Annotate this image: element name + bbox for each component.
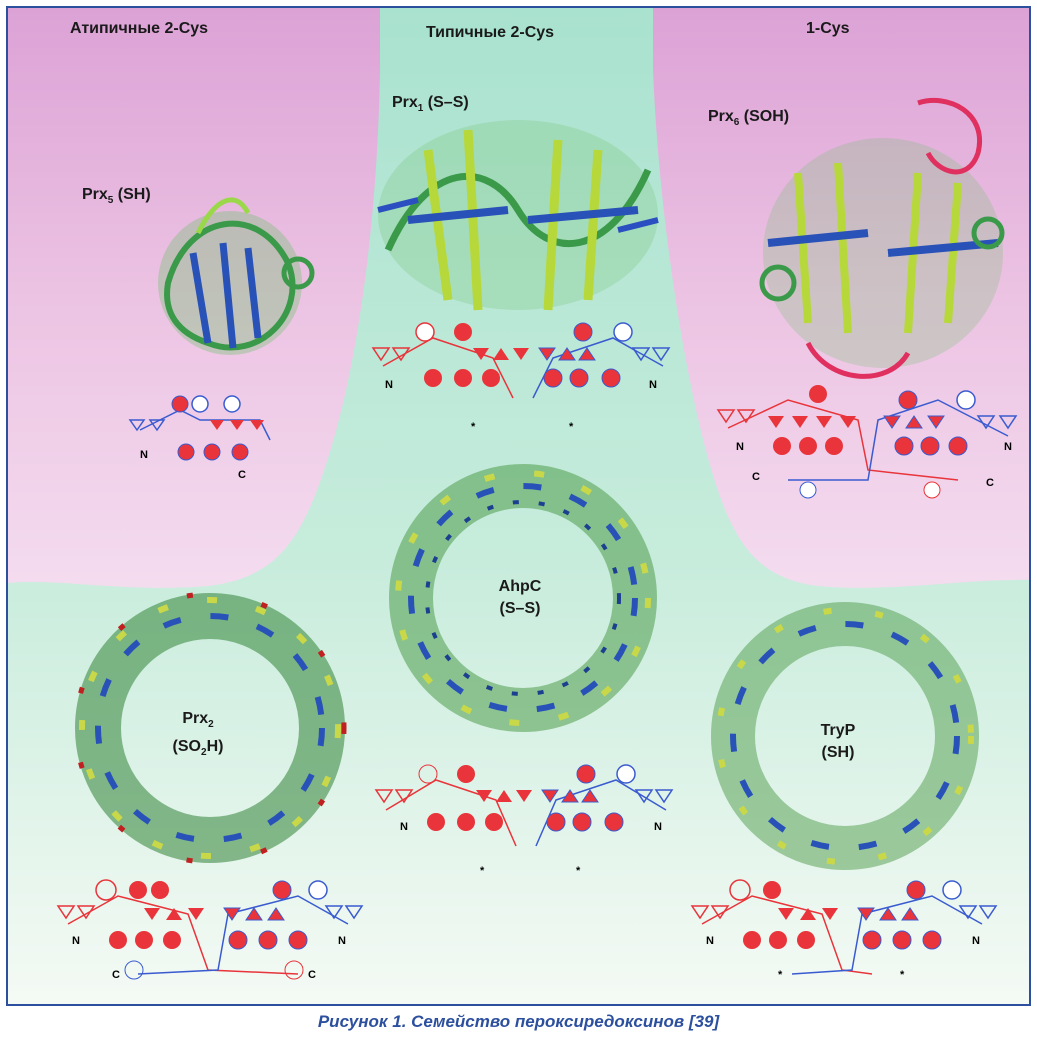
c-terminus: C [238, 469, 246, 480]
star-marker: * [576, 865, 581, 877]
c-terminus: C [112, 969, 120, 981]
col-right-title: 1-Cys [806, 20, 850, 37]
col-center-title: Типичные 2-Cys [426, 24, 555, 41]
n-terminus: N [972, 935, 980, 947]
n-terminus: N [400, 821, 408, 833]
c-terminus: C [308, 969, 316, 981]
prx5-structure [158, 197, 315, 355]
star-marker: * [900, 969, 905, 981]
prx6-label: Prx6 (SOH) [708, 108, 790, 129]
tryp-topology: N N * * [690, 879, 998, 981]
star-marker: * [569, 421, 574, 433]
star-marker: * [778, 969, 783, 981]
n-terminus: N [338, 935, 346, 947]
star-marker: * [480, 865, 485, 877]
prx5-label: Prx5 (SH) [82, 186, 151, 207]
prx1-topology: N N * * [371, 322, 671, 433]
n-terminus: N [140, 449, 148, 461]
prx2-label: Prx2 (SO2H) [172, 710, 224, 759]
figure-caption: Рисунок 1. Семейство пероксиредоксинов [… [317, 1012, 720, 1031]
n-terminus: N [706, 935, 714, 947]
c-terminus: C [752, 471, 760, 483]
prx1-structure [377, 120, 659, 311]
prx6-topology: N N C C [716, 385, 1018, 499]
ahpc-topology: N N * * [374, 764, 674, 877]
n-terminus: N [649, 379, 657, 391]
star-marker: * [471, 421, 476, 433]
col-left-title: Атипичные 2-Cys [70, 20, 209, 37]
ahpc-label: AhpC(S–S) [498, 578, 542, 617]
n-terminus: N [654, 821, 662, 833]
prx5-topology: N C [128, 395, 271, 480]
figure-panel: Атипичные 2-Cys Типичные 2-Cys 1-Cys Prx… [6, 6, 1031, 1006]
c-terminus: C [986, 477, 994, 489]
n-terminus: N [385, 379, 393, 391]
prx2-ring [73, 591, 347, 865]
prx1-label: Prx1 (S–S) [392, 94, 469, 115]
prx6-structure [759, 97, 1005, 379]
prx2-topology: N N C C [56, 879, 364, 981]
ahpc-ring [389, 464, 657, 732]
tryp-ring [711, 602, 979, 870]
n-terminus: N [72, 935, 80, 947]
tryp-label: TryP(SH) [820, 722, 856, 761]
n-terminus: N [736, 441, 744, 453]
n-terminus: N [1004, 441, 1012, 453]
